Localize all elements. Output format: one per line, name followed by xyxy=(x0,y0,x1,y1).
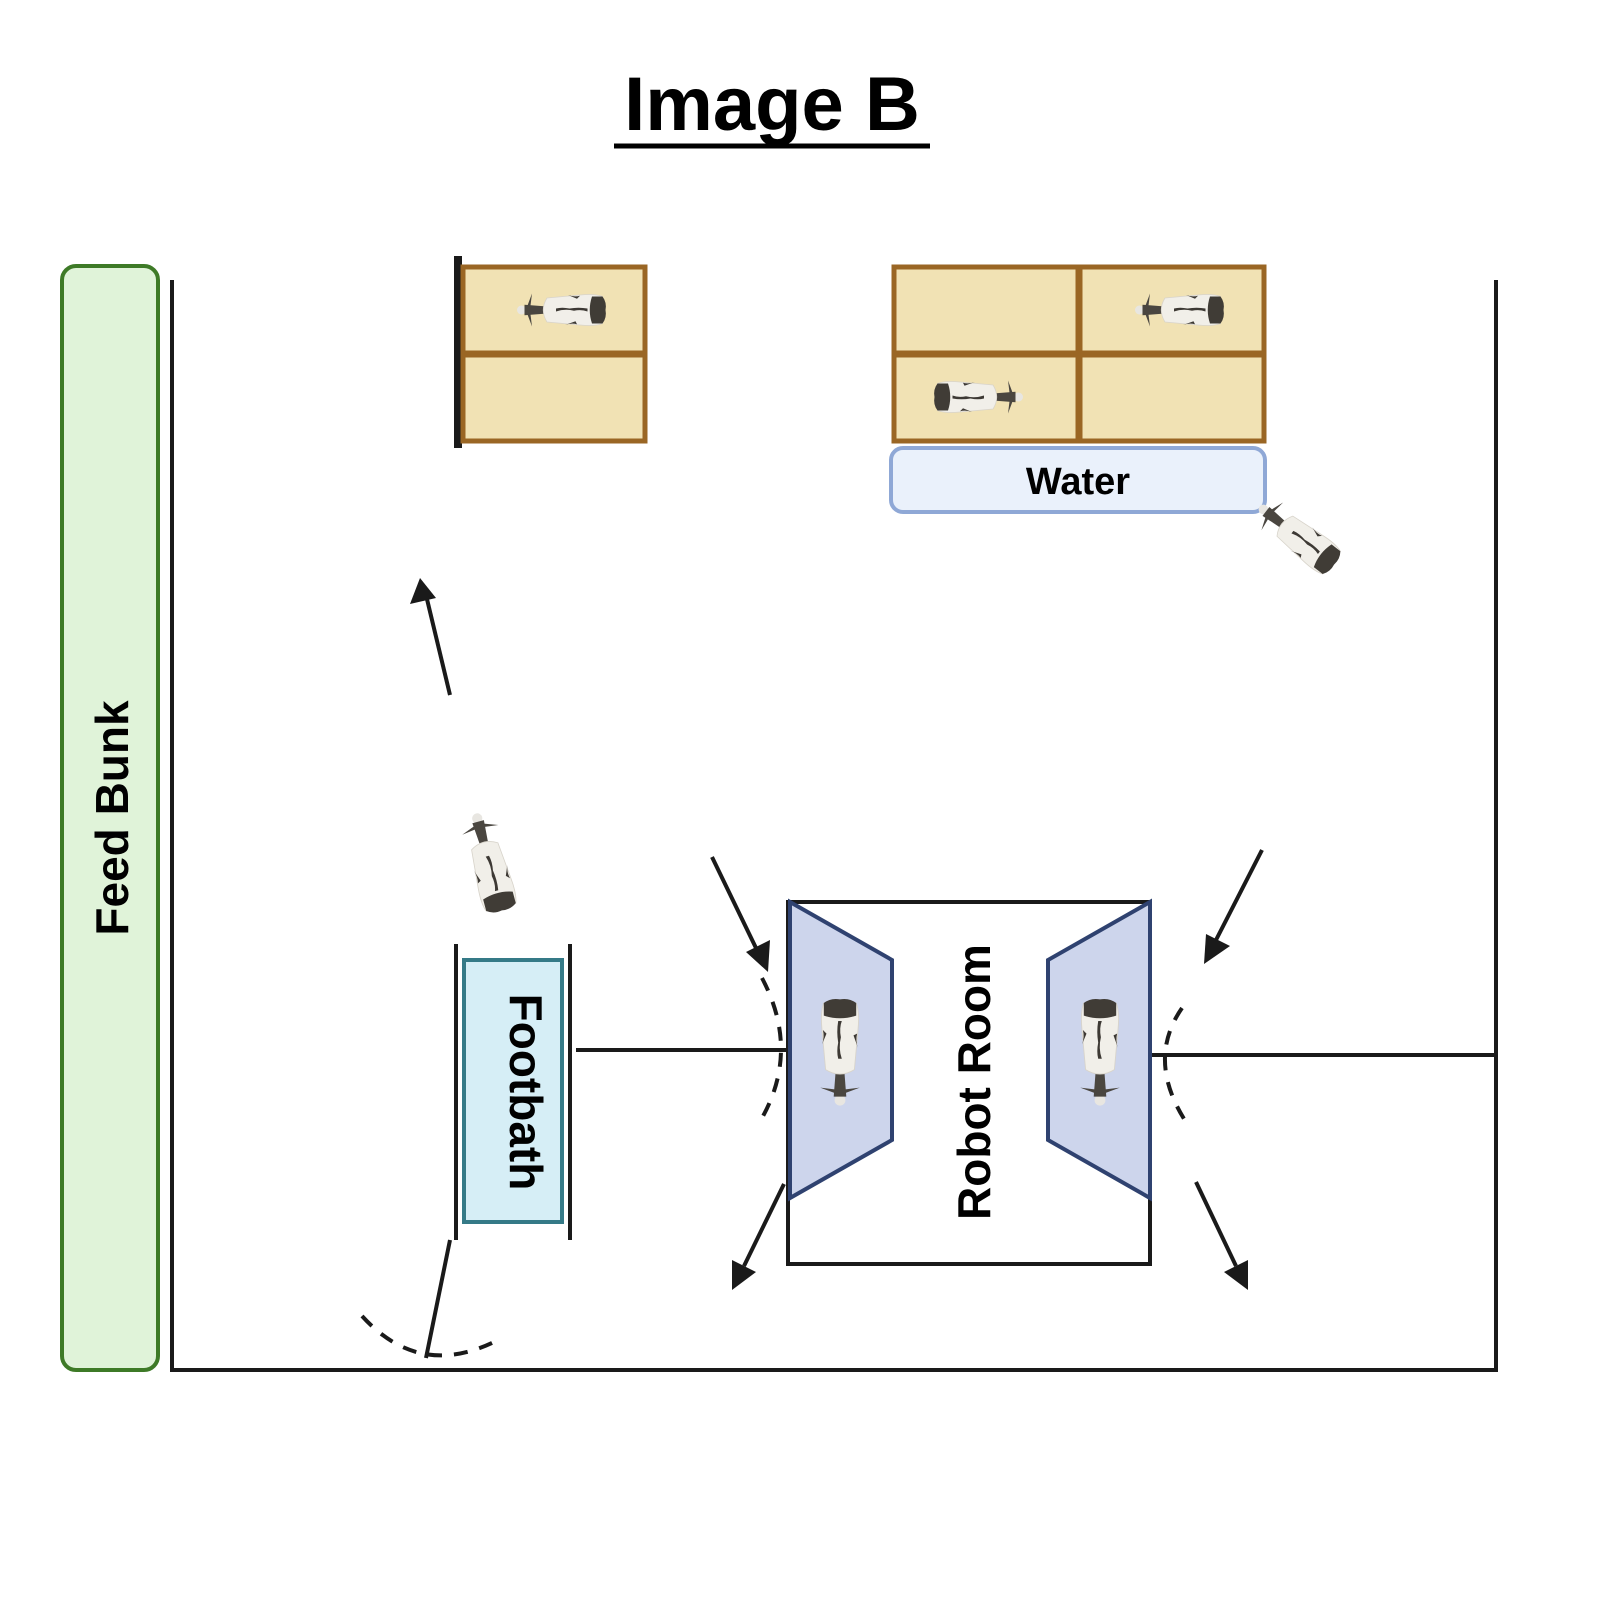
gate-swing-icon xyxy=(1163,1006,1188,1124)
arrow-head xyxy=(732,1260,756,1290)
stall xyxy=(891,264,1081,356)
footbath-label: Footbath xyxy=(500,994,552,1191)
cow-icon xyxy=(516,293,607,327)
robot-room: Robot Room xyxy=(786,898,1152,1266)
arrow-icon xyxy=(742,1183,786,1267)
cow-icon xyxy=(819,998,861,1107)
arrow-icon xyxy=(710,856,758,949)
cow-icon xyxy=(457,808,521,917)
stall xyxy=(460,352,648,444)
water-trough: Water xyxy=(889,446,1267,514)
arrow-head xyxy=(1224,1260,1248,1290)
left-stalls xyxy=(454,256,648,448)
cow-icon xyxy=(1079,998,1121,1107)
gate-swing-icon xyxy=(360,1239,499,1359)
stall xyxy=(1077,352,1267,444)
page-title: Image B xyxy=(624,62,920,147)
cow-icon xyxy=(1134,293,1225,327)
right-stalls xyxy=(891,264,1267,444)
water-label: Water xyxy=(1026,461,1130,503)
feed-bunk: Feed Bunk xyxy=(60,264,160,1372)
footbath: Footbath xyxy=(454,944,572,1240)
robot-room-label: Robot Room xyxy=(948,944,1000,1220)
pen-wall xyxy=(170,280,1498,1372)
cow-icon xyxy=(1248,492,1346,580)
arrow-icon xyxy=(1214,849,1264,941)
arrow-head xyxy=(1204,934,1230,964)
cow-icon xyxy=(933,380,1024,414)
arrow-icon xyxy=(1194,1181,1238,1267)
arrow-head xyxy=(410,578,436,604)
arrow-icon xyxy=(422,590,452,696)
feed-bunk-label: Feed Bunk xyxy=(86,700,138,936)
arrow-head xyxy=(746,940,770,972)
